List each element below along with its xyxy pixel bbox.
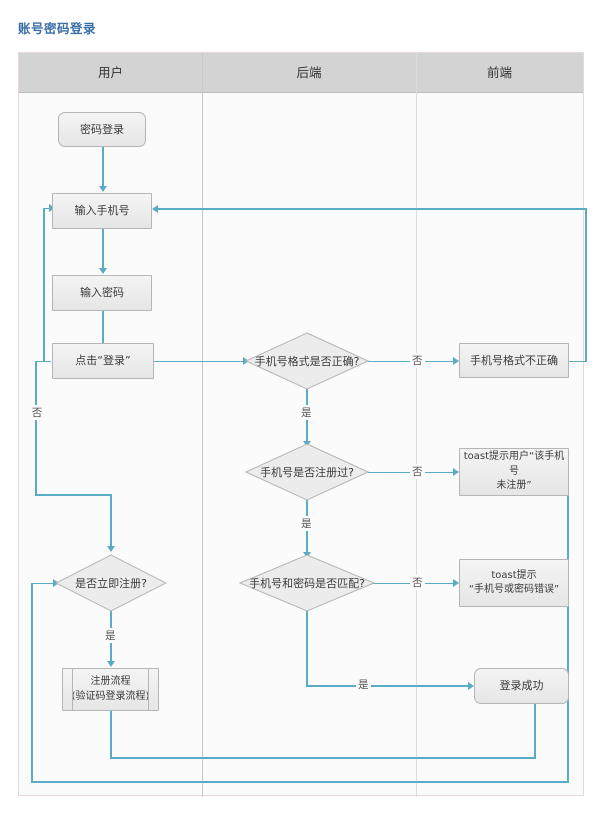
edge-left-loop-up-to-input-phone [43,207,45,362]
edge-register-flow-down [110,710,112,758]
arrowhead-login-success-left [468,681,474,690]
edge-label-match-no: 否 [410,575,425,590]
node-toast-not-registered[interactable]: toast提示用户“该手机号 未注册” [459,448,569,496]
edge-input-password-to-click-login [102,310,104,351]
edge-register-flow-right [110,757,536,759]
edge-click-login-no-right [35,494,111,496]
node-click-login[interactable]: 点击“登录” [52,343,154,379]
lane-divider-1 [202,53,203,797]
edge-click-login-no-into-diamond [110,494,112,547]
node-phone-password-match-label: 手机号和密码是否匹配? [249,577,365,590]
diamond-shape [239,554,375,612]
node-phone-format-check[interactable]: 手机号格式是否正确? [245,332,369,390]
edge-click-login-no-down [35,360,37,496]
node-password-login[interactable]: 密码登录 [58,112,146,147]
edge-label-match-yes: 是 [356,677,371,692]
edge-bottom-loop-long [31,781,569,783]
swimlane-diagram: 用户 后端 前端 [18,52,587,797]
edge-match-check-yes-down [306,611,308,686]
lane-header-row: 用户 后端 前端 [19,53,583,93]
arrowhead-register-now-top [106,546,115,552]
node-register-now[interactable]: 是否立即注册? [55,554,167,612]
edge-click-login-to-format-check [154,360,245,363]
edge-register-now-no-left [31,582,55,585]
diamond-shape [55,554,167,612]
edge-label-registered-no: 否 [410,464,425,479]
node-phone-registered-check-label: 手机号是否注册过? [260,466,354,479]
edge-label-format-yes: 是 [299,405,314,420]
arrowhead-register-flow-top [106,661,115,667]
node-format-invalid[interactable]: 手机号格式不正确 [459,343,569,378]
arrowhead-format-invalid-left [453,357,459,366]
diamond-shape [245,332,369,390]
edge-right-loop-riser [567,471,569,782]
lane-divider-2 [416,53,417,797]
edge-input-phone-to-input-password [102,228,104,269]
edge-password-login-to-input-phone [102,146,104,187]
edge-label-click-login-no: 否 [27,405,47,420]
lane-header-user: 用户 [97,65,123,80]
node-register-flow[interactable]: 注册流程 (验证码登录流程) [62,668,159,711]
arrowhead-toast-not-registered-left [453,468,459,477]
edge-format-invalid-up [585,208,587,361]
node-login-success[interactable]: 登录成功 [474,668,569,704]
node-phone-password-match[interactable]: 手机号和密码是否匹配? [239,554,375,612]
edge-register-flow-up-to-success [534,695,536,758]
edge-label-register-now-yes: 是 [103,628,118,643]
edge-bottom-loop-left-riser [31,582,33,783]
lane-header-backend: 后端 [296,65,322,80]
arrowhead-input-phone-top [98,186,107,192]
edge-match-check-yes-right [306,685,470,687]
arrowhead-input-password-top [98,268,107,274]
edge-format-invalid-back-to-input [156,208,587,210]
edge-label-format-no: 否 [410,353,425,368]
node-register-now-label: 是否立即注册? [75,577,147,590]
arrowhead-toast-wrong-left [453,579,459,588]
arrowhead-input-phone-right [152,204,158,213]
edge-label-registered-yes: 是 [299,516,314,531]
lane-header-frontend: 前端 [486,65,512,80]
node-input-password[interactable]: 输入密码 [52,275,152,311]
node-input-phone[interactable]: 输入手机号 [52,193,152,229]
node-phone-format-check-label: 手机号格式是否正确? [254,355,360,368]
diamond-shape [245,443,369,501]
node-phone-registered-check[interactable]: 手机号是否注册过? [245,443,369,501]
node-toast-wrong-credentials[interactable]: toast提示 “手机号或密码错误” [459,559,569,607]
page-title: 账号密码登录 [18,21,97,36]
